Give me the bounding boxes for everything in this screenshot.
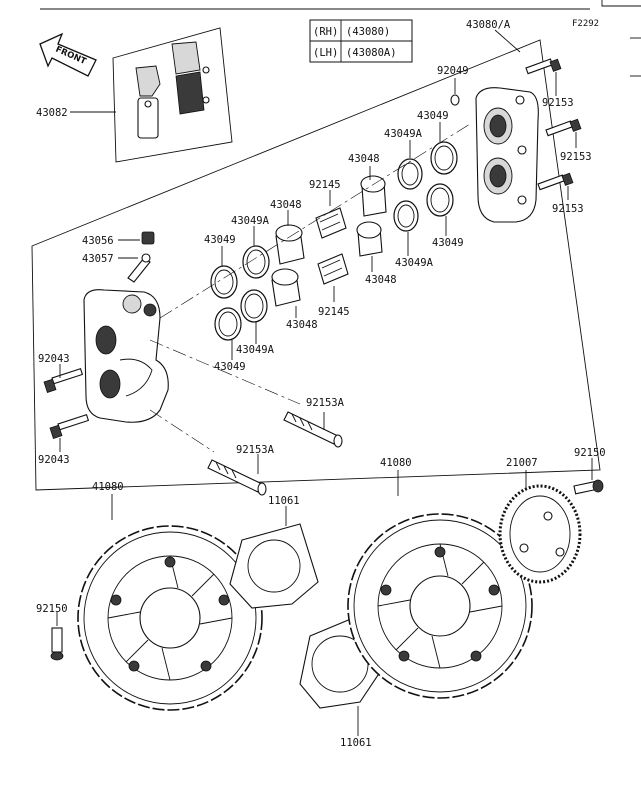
label-bleed-cap: 43056 (82, 235, 114, 247)
stud-1 (283, 411, 343, 448)
label-shim-bot: 11061 (340, 737, 372, 749)
label-stud-2: 92153A (236, 444, 275, 456)
disc-bolt-left (50, 627, 64, 661)
piston-l2 (271, 268, 301, 307)
label-sensor-ring: 21007 (506, 457, 538, 469)
shim-top (229, 523, 319, 609)
bleed-valve-icon (127, 253, 151, 283)
label-pads: 43082 (36, 107, 68, 119)
frame-corner (601, 0, 641, 7)
piston-r1 (360, 175, 387, 217)
disc-bolt-right (573, 479, 604, 495)
seal-r1 (430, 141, 458, 175)
seal-l2 (210, 265, 238, 299)
figure-code: F2292 (572, 19, 599, 29)
caliper-right-half (475, 87, 539, 223)
label-disc-left: 41080 (92, 481, 124, 493)
bleed-cap-icon (141, 231, 155, 245)
caliper-bolt-1 (525, 58, 562, 75)
label-seal-l1: 43049A (231, 215, 270, 227)
label-mount-bolt-2: 92043 (38, 454, 70, 466)
caliper-bolt-2 (545, 118, 582, 137)
brake-disc-right (347, 513, 533, 699)
label-caliper-assy: 43080/A (466, 19, 511, 31)
table-part-lh: (43080A) (346, 47, 397, 59)
centerline-1 (159, 123, 471, 319)
label-bleed-valve: 43057 (82, 253, 114, 265)
spring-bot-icon (317, 253, 349, 285)
label-mount-bolt-1: 92043 (38, 353, 70, 365)
brake-pad-2 (171, 41, 210, 115)
seal-l3 (240, 289, 268, 323)
seal-l1 (242, 245, 270, 279)
label-piston-l1: 43048 (270, 199, 302, 211)
piston-r2 (356, 221, 383, 257)
label-bolt-b: 92153 (560, 151, 592, 163)
spring-top-icon (315, 207, 347, 239)
label-piston-r1: 43048 (348, 153, 380, 165)
pad-spring-92049 (450, 78, 460, 106)
label-seal-r4: 43049A (395, 257, 434, 269)
mount-bolt-2 (49, 414, 90, 439)
leader-caliper-assy (494, 29, 521, 53)
seal-r2 (397, 158, 423, 190)
front-arrow-icon: FRONT (39, 32, 97, 77)
caliper-left-half (83, 289, 169, 423)
label-disc-right: 41080 (380, 457, 412, 469)
assembly-outline (31, 39, 601, 491)
mount-bolt-1 (43, 368, 84, 393)
sensor-ring (498, 484, 582, 584)
seal-r4 (393, 200, 419, 232)
label-seal-l2: 43049 (204, 234, 236, 246)
table-side-rh: (RH) (313, 26, 338, 38)
label-seal-r3: 43049 (432, 237, 464, 249)
label-spring-bot: 92145 (318, 306, 350, 318)
label-bolt-a: 92153 (542, 97, 574, 109)
label-seal-r2: 43049A (384, 128, 423, 140)
seal-l4 (214, 307, 242, 341)
label-seal-l4: 43049 (214, 361, 246, 373)
label-shim-top: 11061 (268, 495, 300, 507)
label-disc-bolt-right: 92150 (574, 447, 606, 459)
label-piston-r2: 43048 (365, 274, 397, 286)
table-part-rh: (43080) (346, 26, 390, 38)
side-table: (RH) (43080) (LH) (43080A) (309, 19, 413, 63)
brake-pad-1 (135, 65, 161, 139)
centerline-3 (149, 409, 215, 453)
label-spring-top: 92145 (309, 179, 341, 191)
brake-pad-group: 43082 (36, 27, 233, 163)
caliper-bolt-3 (537, 172, 574, 191)
centerline-2 (149, 339, 301, 405)
label-piston-l2: 43048 (286, 319, 318, 331)
brake-disc-left (77, 525, 263, 711)
label-pad-spring: 92049 (437, 65, 469, 77)
label-bolt-c: 92153 (552, 203, 584, 215)
stud-2 (207, 459, 267, 496)
piston-l1 (275, 224, 305, 265)
seal-r3 (426, 183, 454, 217)
label-seal-l3: 43049A (236, 344, 275, 356)
label-seal-r1: 43049 (417, 110, 449, 122)
label-stud-1: 92153A (306, 397, 345, 409)
table-side-lh: (LH) (313, 47, 338, 59)
label-disc-bolt-left: 92150 (36, 603, 68, 615)
